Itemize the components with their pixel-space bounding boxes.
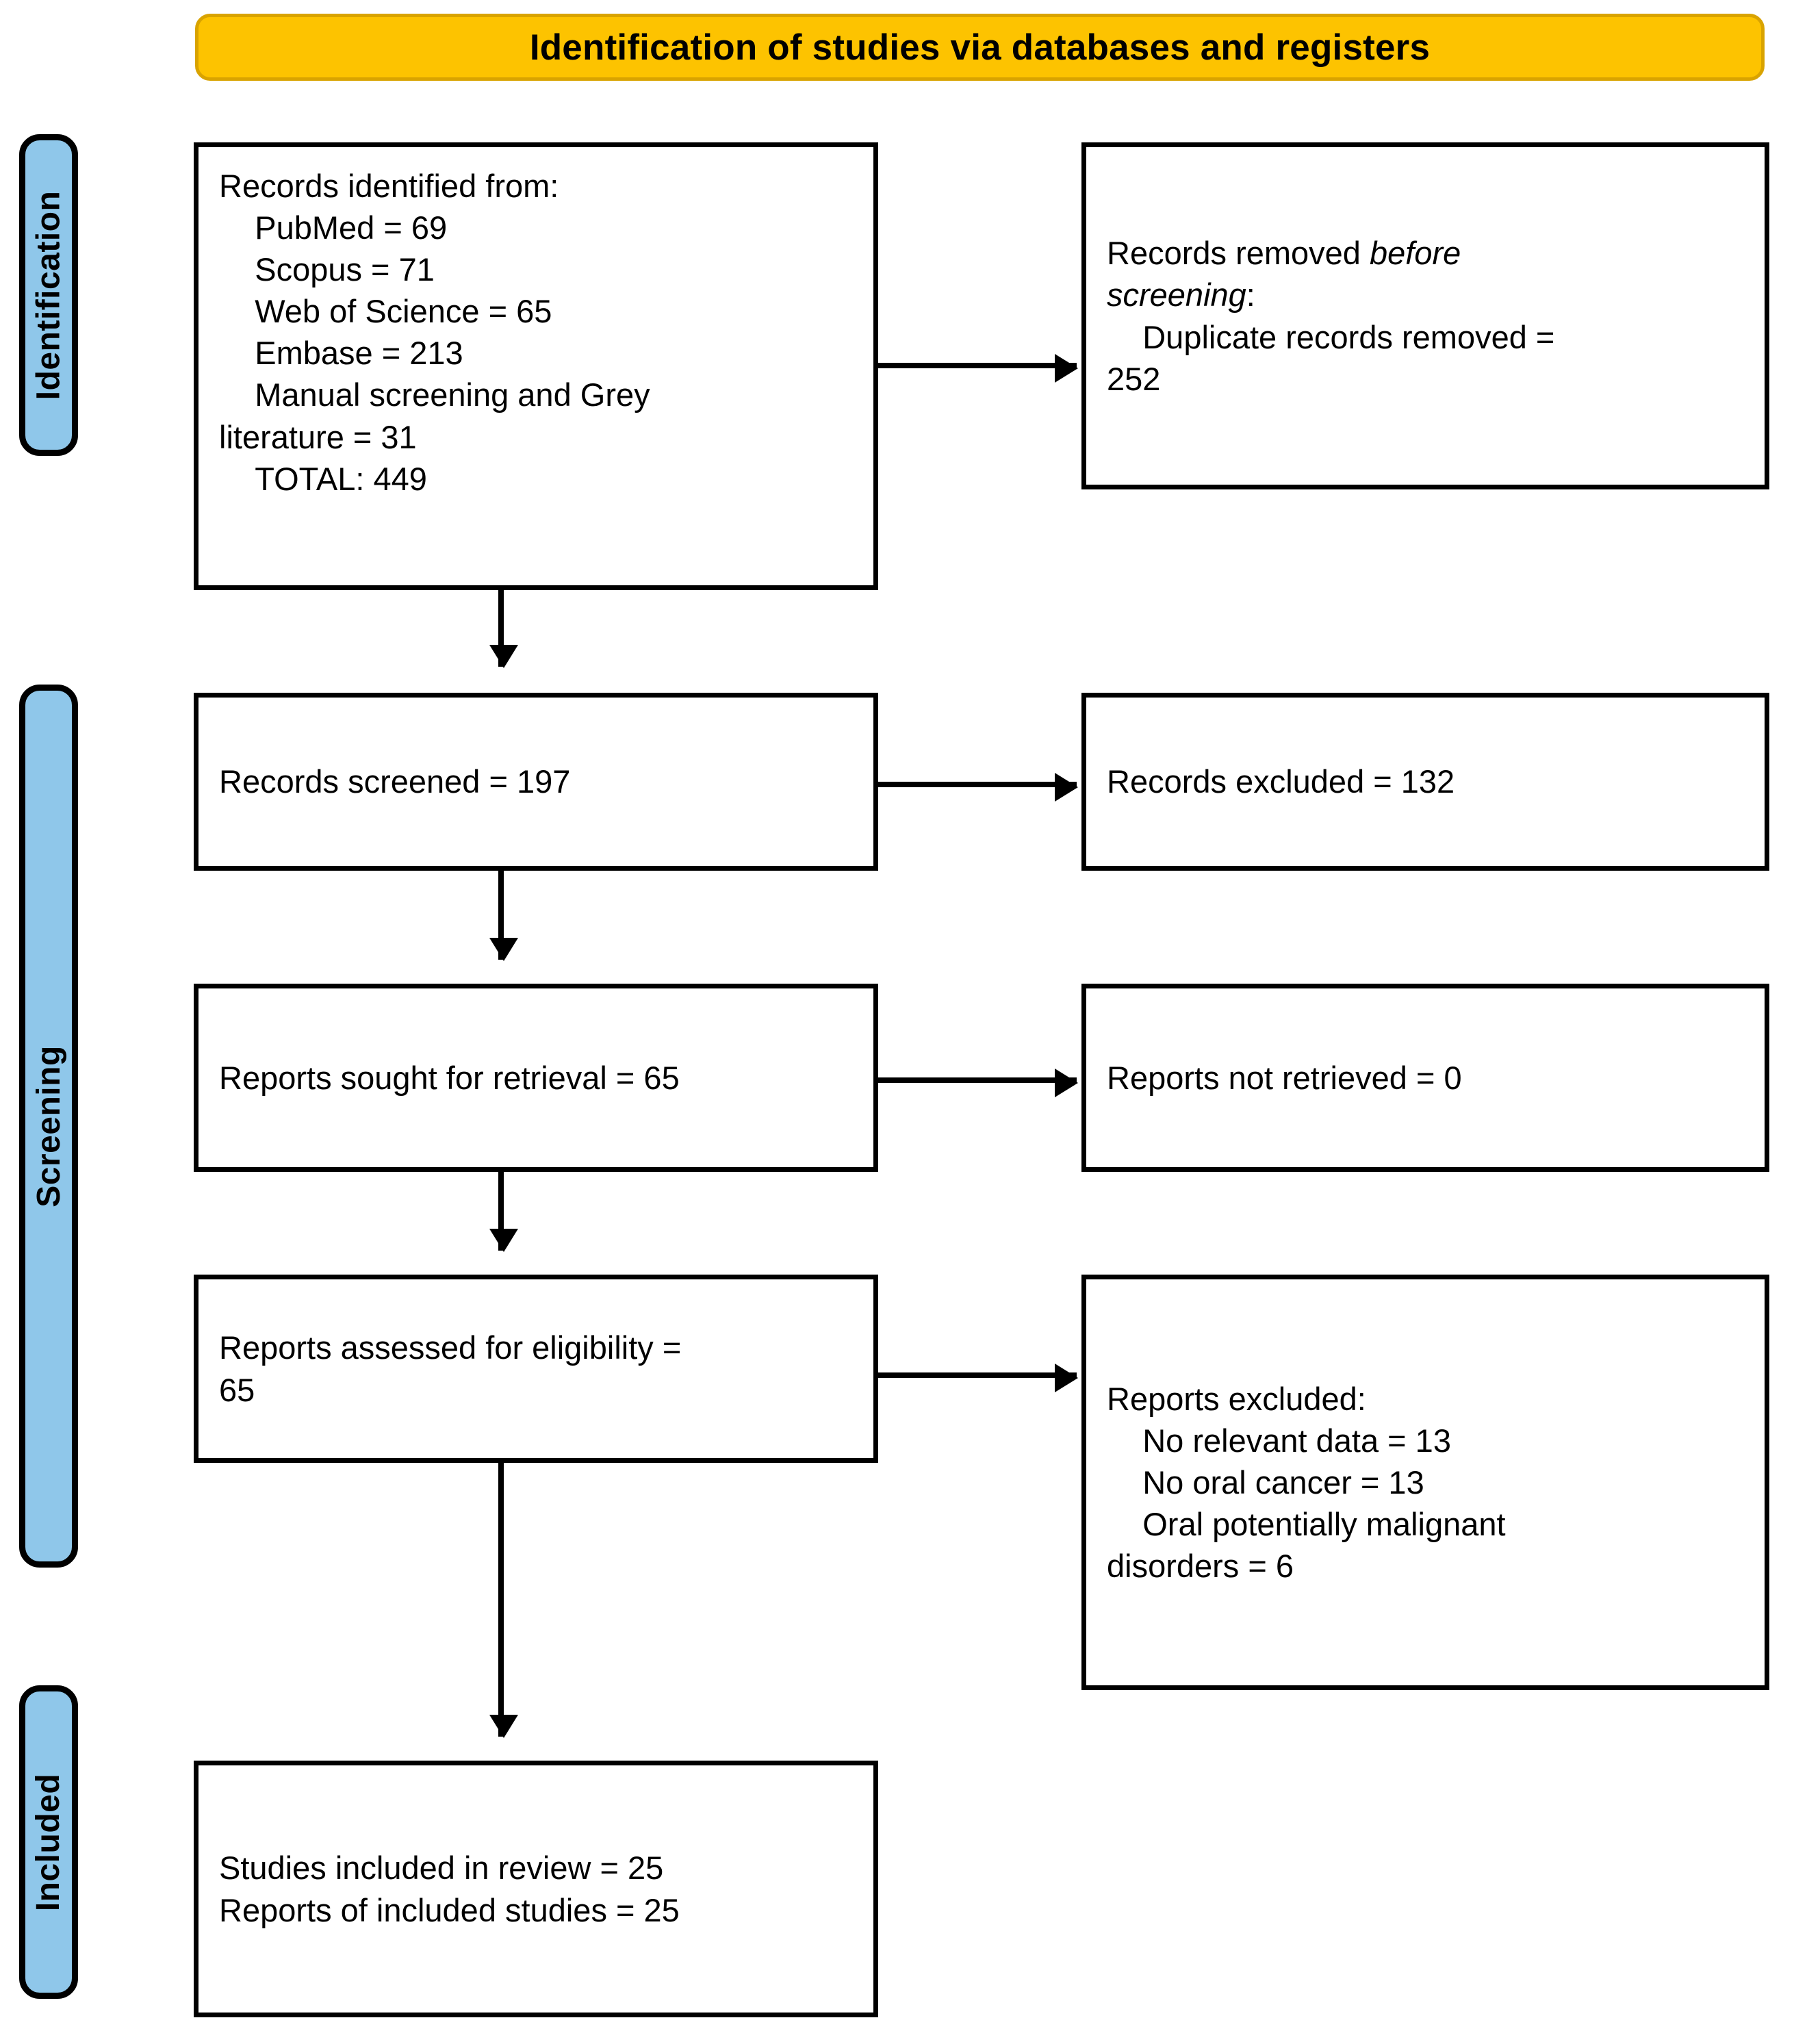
removed-suffix: : Duplicate records removed = 252: [1107, 277, 1555, 397]
box-records-excluded: Records excluded = 132: [1081, 693, 1769, 871]
arrow-right-identified-to-removed: [878, 354, 1078, 383]
box-records-removed-text: Records removed before screening: Duplic…: [1107, 232, 1554, 399]
box-records-identified-text: Records identified from: PubMed = 69 Sco…: [219, 168, 650, 497]
diagram-title: Identification of studies via databases …: [529, 27, 1431, 68]
box-records-excluded-text: Records excluded = 132: [1107, 763, 1455, 800]
arrow-down-screened-to-sought: [489, 871, 518, 961]
stage-label-included: Included: [30, 1773, 67, 1911]
box-reports-not-retrieved-text: Reports not retrieved = 0: [1107, 1059, 1462, 1096]
removed-italic: before screening: [1107, 235, 1461, 314]
arrow-down-identified-to-screened: [489, 590, 518, 668]
box-records-identified: Records identified from: PubMed = 69 Sco…: [194, 142, 878, 590]
arrow-right-screened-to-excluded: [878, 773, 1078, 802]
stage-pill-included: Included: [19, 1685, 78, 1999]
box-reports-assessed-text: Reports assessed for eligibility = 65: [219, 1329, 682, 1408]
diagram-header-banner: Identification of studies via databases …: [195, 14, 1765, 81]
stage-label-screening: Screening: [30, 1045, 67, 1208]
arrow-right-assessed-to-excluded: [878, 1364, 1078, 1392]
arrow-right-sought-to-not-retrieved: [878, 1069, 1078, 1097]
box-studies-included-text: Studies included in review = 25 Reports …: [219, 1850, 680, 1928]
box-reports-excluded: Reports excluded: No relevant data = 13 …: [1081, 1275, 1769, 1690]
stage-label-identification: Identification: [30, 190, 67, 400]
stage-pill-identification: Identification: [19, 134, 78, 456]
box-records-screened-text: Records screened = 197: [219, 763, 571, 800]
box-reports-not-retrieved: Reports not retrieved = 0: [1081, 984, 1769, 1172]
box-records-screened: Records screened = 197: [194, 693, 878, 871]
box-records-removed-before-screening: Records removed before screening: Duplic…: [1081, 142, 1769, 489]
arrow-down-sought-to-assessed: [489, 1172, 518, 1252]
box-reports-sought-for-retrieval: Reports sought for retrieval = 65: [194, 984, 878, 1172]
removed-prefix: Records removed: [1107, 235, 1370, 272]
stage-pill-screening: Screening: [19, 685, 78, 1568]
box-reports-excluded-text: Reports excluded: No relevant data = 13 …: [1107, 1380, 1506, 1585]
arrow-down-assessed-to-included: [489, 1463, 518, 1738]
box-reports-sought-text: Reports sought for retrieval = 65: [219, 1059, 680, 1096]
box-reports-assessed-for-eligibility: Reports assessed for eligibility = 65: [194, 1275, 878, 1463]
box-studies-included: Studies included in review = 25 Reports …: [194, 1761, 878, 2017]
